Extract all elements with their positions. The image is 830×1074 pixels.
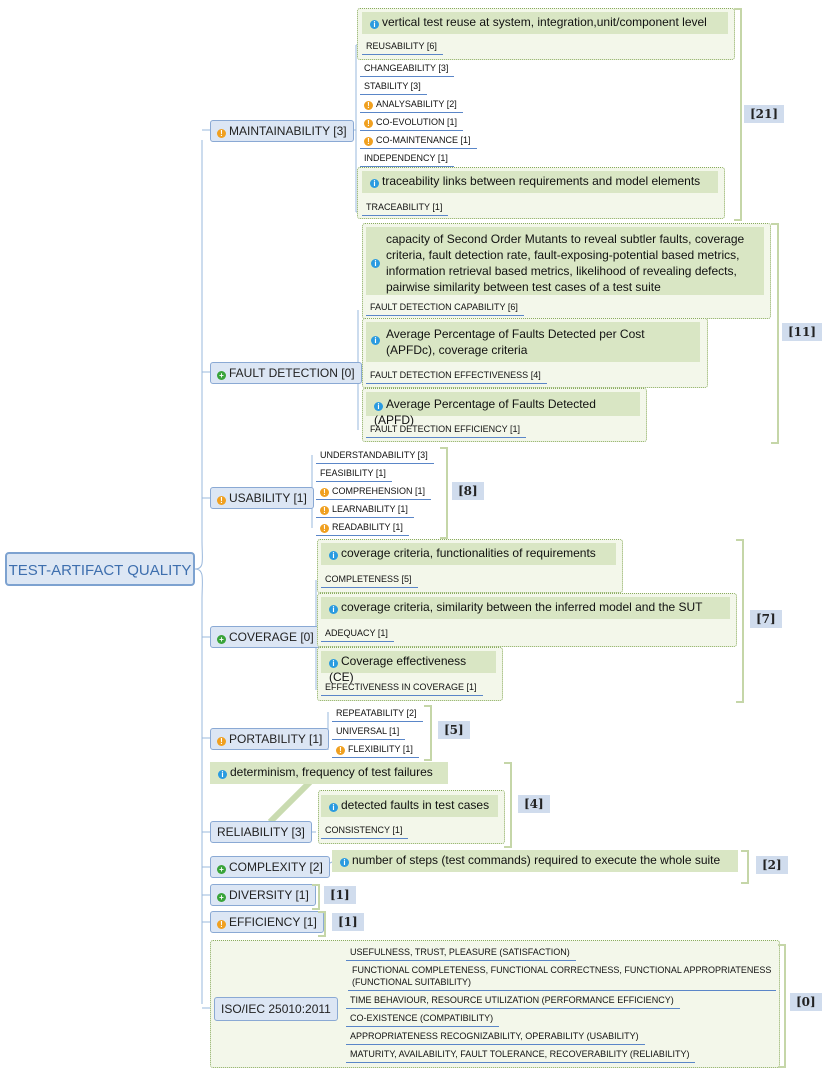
- complexity-node[interactable]: +COMPLEXITY [2]: [210, 856, 330, 878]
- leaf-repeatability[interactable]: REPEATABILITY [2]: [332, 705, 423, 722]
- warning-icon: !: [364, 101, 373, 110]
- leaf-reusability[interactable]: REUSABILITY [6]: [362, 38, 443, 55]
- reliability-node[interactable]: RELIABILITY [3]: [210, 821, 312, 843]
- leaf-understandability[interactable]: UNDERSTANDABILITY [3]: [316, 447, 434, 464]
- warning-icon: !: [320, 524, 329, 533]
- coverage-count: [7]: [750, 610, 782, 628]
- plus-circle-icon: +: [217, 635, 226, 644]
- portability-node[interactable]: !PORTABILITY [1]: [210, 728, 330, 750]
- usability-count: [8]: [452, 482, 484, 500]
- warning-icon: !: [364, 137, 373, 146]
- leaf-functional-suitability[interactable]: FUNCTIONAL COMPLETENESS, FUNCTIONAL CORR…: [348, 962, 776, 991]
- maintainability-node[interactable]: !MAINTAINABILITY [3]: [210, 120, 354, 142]
- leaf-co-evolution[interactable]: !CO-EVOLUTION [1]: [360, 114, 464, 131]
- leaf-reliability-iso[interactable]: MATURITY, AVAILABILITY, FAULT TOLERANCE,…: [346, 1046, 696, 1063]
- leaf-independency[interactable]: INDEPENDENCY [1]: [360, 150, 454, 167]
- warning-icon: !: [320, 506, 329, 515]
- complexity-count: [2]: [756, 856, 788, 874]
- info-icon: i: [371, 336, 380, 345]
- leaf-effectiveness-in-coverage[interactable]: EFFECTIVENESS IN COVERAGE [1]: [321, 679, 483, 696]
- usability-node[interactable]: !USABILITY [1]: [210, 487, 314, 509]
- maintainability-bracket: [734, 8, 742, 221]
- warning-icon: !: [217, 129, 226, 138]
- leaf-satisfaction[interactable]: USEFULNESS, TRUST, PLEASURE (SATISFACTIO…: [346, 944, 576, 961]
- leaf-completeness[interactable]: COMPLETENESS [5]: [321, 571, 418, 588]
- root-node[interactable]: TEST-ARTIFACT QUALITY: [5, 552, 195, 586]
- reliability-bracket: [504, 762, 512, 848]
- portability-count: [5]: [438, 721, 470, 739]
- plus-circle-icon: +: [217, 865, 226, 874]
- leaf-comprehension[interactable]: !COMPREHENSION [1]: [316, 483, 432, 500]
- leaf-compatibility[interactable]: CO-EXISTENCE (COMPATIBILITY): [346, 1010, 500, 1027]
- efficiency-bracket: [318, 911, 326, 937]
- fault-detection-node[interactable]: +FAULT DETECTION [0]: [210, 362, 362, 384]
- diversity-bracket: [312, 884, 320, 910]
- iso-bracket: [778, 944, 786, 1068]
- leaf-universal[interactable]: UNIVERSAL [1]: [332, 723, 406, 740]
- leaf-performance-efficiency[interactable]: TIME BEHAVIOUR, RESOURCE UTILIZATION (PE…: [346, 992, 680, 1009]
- diversity-count: [1]: [324, 886, 356, 904]
- leaf-consistency[interactable]: CONSISTENCY [1]: [321, 822, 409, 839]
- warning-icon: !: [217, 496, 226, 505]
- reliability-count: [4]: [518, 795, 550, 813]
- leaf-fault-detection-efficiency[interactable]: FAULT DETECTION EFFICIENCY [1]: [366, 421, 527, 438]
- info-icon: i: [370, 179, 379, 188]
- leaf-fault-detection-effectiveness[interactable]: FAULT DETECTION EFFECTIVENESS [4]: [366, 367, 547, 384]
- leaf-learnability[interactable]: !LEARNABILITY [1]: [316, 501, 414, 518]
- plus-circle-icon: +: [217, 371, 226, 380]
- info-icon: i: [329, 551, 338, 560]
- maintainability-count: [21]: [744, 105, 785, 123]
- complexity-bracket: [741, 850, 749, 884]
- info-icon: i: [218, 770, 227, 779]
- leaf-usability-iso[interactable]: APPROPRIATENESS RECOGNIZABILITY, OPERABI…: [346, 1028, 645, 1045]
- coverage-bracket: [736, 539, 744, 703]
- info-icon: i: [370, 20, 379, 29]
- leaf-feasibility[interactable]: FEASIBILITY [1]: [316, 465, 392, 482]
- leaf-co-maintenance[interactable]: !CO-MAINTENANCE [1]: [360, 132, 477, 149]
- info-icon: i: [329, 605, 338, 614]
- efficiency-count: [1]: [332, 913, 364, 931]
- leaf-traceability[interactable]: TRACEABILITY [1]: [362, 199, 449, 216]
- warning-icon: !: [364, 119, 373, 128]
- fault-detection-bracket: [771, 223, 779, 444]
- iso-node[interactable]: ISO/IEC 25010:2011: [214, 997, 338, 1021]
- info-icon: i: [329, 803, 338, 812]
- warning-icon: !: [217, 737, 226, 746]
- warning-icon: !: [320, 488, 329, 497]
- info-icon: i: [329, 659, 338, 668]
- leaf-changeability[interactable]: CHANGEABILITY [3]: [360, 60, 455, 77]
- portability-bracket: [424, 705, 432, 761]
- coverage-node[interactable]: +COVERAGE [0]: [210, 626, 321, 648]
- warning-icon: !: [217, 920, 226, 929]
- usability-bracket: [440, 447, 448, 539]
- leaf-fault-detection-capability[interactable]: FAULT DETECTION CAPABILITY [6]: [366, 299, 524, 316]
- fault-detection-count: [11]: [782, 323, 823, 341]
- leaf-adequacy[interactable]: ADEQUACY [1]: [321, 625, 394, 642]
- info-icon: i: [371, 259, 380, 268]
- efficiency-node[interactable]: !EFFICIENCY [1]: [210, 911, 324, 933]
- iso-count: [0]: [790, 993, 822, 1011]
- diversity-node[interactable]: +DIVERSITY [1]: [210, 884, 316, 906]
- info-icon: i: [374, 402, 383, 411]
- plus-circle-icon: +: [217, 893, 226, 902]
- leaf-readability[interactable]: !READABILITY [1]: [316, 519, 409, 536]
- info-icon: i: [340, 858, 349, 867]
- leaf-analysability[interactable]: !ANALYSABILITY [2]: [360, 96, 463, 113]
- leaf-stability[interactable]: STABILITY [3]: [360, 78, 427, 95]
- warning-icon: !: [336, 746, 345, 755]
- leaf-flexibility[interactable]: !FLEXIBILITY [1]: [332, 741, 419, 758]
